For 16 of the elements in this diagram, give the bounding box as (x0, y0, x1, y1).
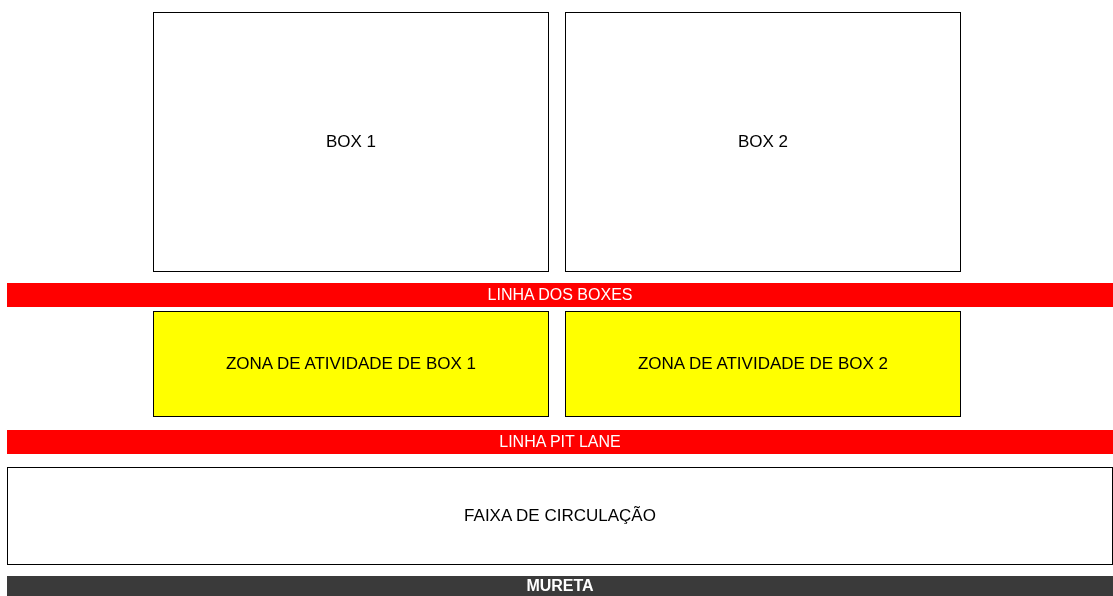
line-band (7, 430, 1113, 454)
node-label: LINHA DOS BOXES (487, 286, 633, 304)
node-label: MURETA (526, 577, 594, 595)
box-area (565, 12, 961, 272)
box-area (153, 12, 549, 272)
lane-area (7, 467, 1113, 565)
wall-band (7, 576, 1113, 596)
node-label: ZONA DE ATIVIDADE DE BOX 2 (638, 354, 888, 374)
node-label: BOX 2 (737, 132, 789, 152)
line-band (7, 283, 1113, 307)
activity-zone (153, 311, 549, 417)
activity-zone (565, 311, 961, 417)
node-label: ZONA DE ATIVIDADE DE BOX 1 (226, 354, 476, 374)
node-label: LINHA PIT LANE (499, 433, 621, 451)
node-label: BOX 1 (325, 132, 377, 152)
node-label: FAIXA DE CIRCULAÇÃO (464, 506, 656, 526)
